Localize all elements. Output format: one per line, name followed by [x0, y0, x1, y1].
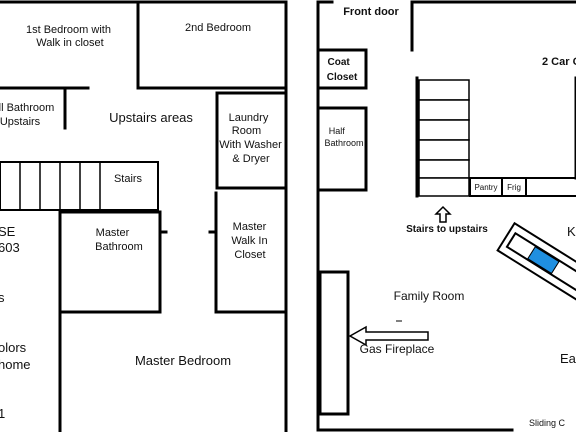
- hall-bathroom-label: ll Bathroom Upstairs: [0, 102, 57, 128]
- laundry-label: Laundry Room With Washer & Dryer: [219, 112, 285, 165]
- front-door-label: Front door: [343, 6, 399, 18]
- sliding-door-label: Sliding C: [529, 418, 566, 428]
- gas-fireplace: [318, 270, 350, 416]
- stair-step: [418, 159, 470, 179]
- downstairs-plan: Front door Coat Closet 2 Car G Half Bath…: [316, 0, 576, 432]
- kitchen-label: K: [567, 224, 576, 239]
- kitchen-island: [496, 221, 576, 305]
- stair-step: [418, 119, 470, 141]
- upstairs-areas-label: Upstairs areas: [109, 110, 193, 125]
- family-room-label: Family Room: [394, 289, 465, 303]
- cutoff-text: 1: [0, 406, 5, 421]
- kitchen-island-outer: [496, 221, 576, 305]
- cutoff-text: home: [0, 357, 31, 372]
- stair-step: [418, 79, 470, 101]
- upstairs-stairwell: [0, 161, 159, 211]
- eat-label: Eat: [560, 351, 576, 366]
- kitchen-island-inner: [505, 231, 576, 295]
- stair-step: [418, 177, 470, 197]
- kitchen-counter: [525, 177, 576, 197]
- cutoff-text: olors: [0, 340, 27, 355]
- cutoff-text: SE: [0, 224, 16, 239]
- arrow-left-icon: [348, 325, 429, 347]
- half-bathroom-label: Half Bathroom: [324, 126, 363, 148]
- upstairs-plan: 1st Bedroom with Walk in closet 2nd Bedr…: [0, 0, 288, 432]
- bedroom1-label: 1st Bedroom with Walk in closet: [26, 24, 114, 49]
- pantry-label: Pantry: [474, 183, 497, 192]
- cooktop: [527, 246, 560, 275]
- master-bathroom-label: Master Bathroom: [95, 227, 143, 253]
- garage-label: 2 Car G: [542, 56, 576, 68]
- frig-label: Frig: [507, 183, 521, 192]
- stair-step: [418, 139, 470, 161]
- stair-step: [418, 99, 470, 121]
- cutoff-text: s: [0, 290, 5, 305]
- arrow-up-icon: [434, 205, 452, 223]
- coat-closet-label: Coat Closet: [327, 57, 358, 83]
- bedroom2-label: 2nd Bedroom: [185, 22, 251, 34]
- stairs-label: Stairs: [114, 173, 143, 185]
- master-bedroom-label: Master Bedroom: [135, 353, 231, 368]
- stairs-to-upstairs-label: Stairs to upstairs: [406, 224, 488, 235]
- gas-fireplace-label: Gas Fireplace: [360, 342, 435, 356]
- cutoff-text: 603: [0, 240, 20, 255]
- master-closet-label: Master Walk In Closet: [231, 221, 270, 261]
